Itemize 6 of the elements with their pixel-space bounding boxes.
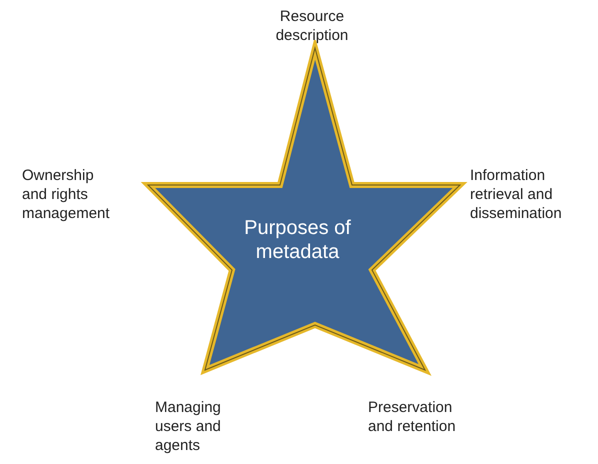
purpose-label: Information retrieval and dissemination [470, 166, 563, 223]
star-title: Purposes of metadata [243, 216, 352, 264]
purpose-label: Ownership and rights management [22, 166, 111, 223]
purpose-label: Preservation and retention [368, 398, 457, 436]
purpose-label: Managing users and agents [155, 398, 222, 455]
purpose-label: Resource description [274, 7, 350, 45]
